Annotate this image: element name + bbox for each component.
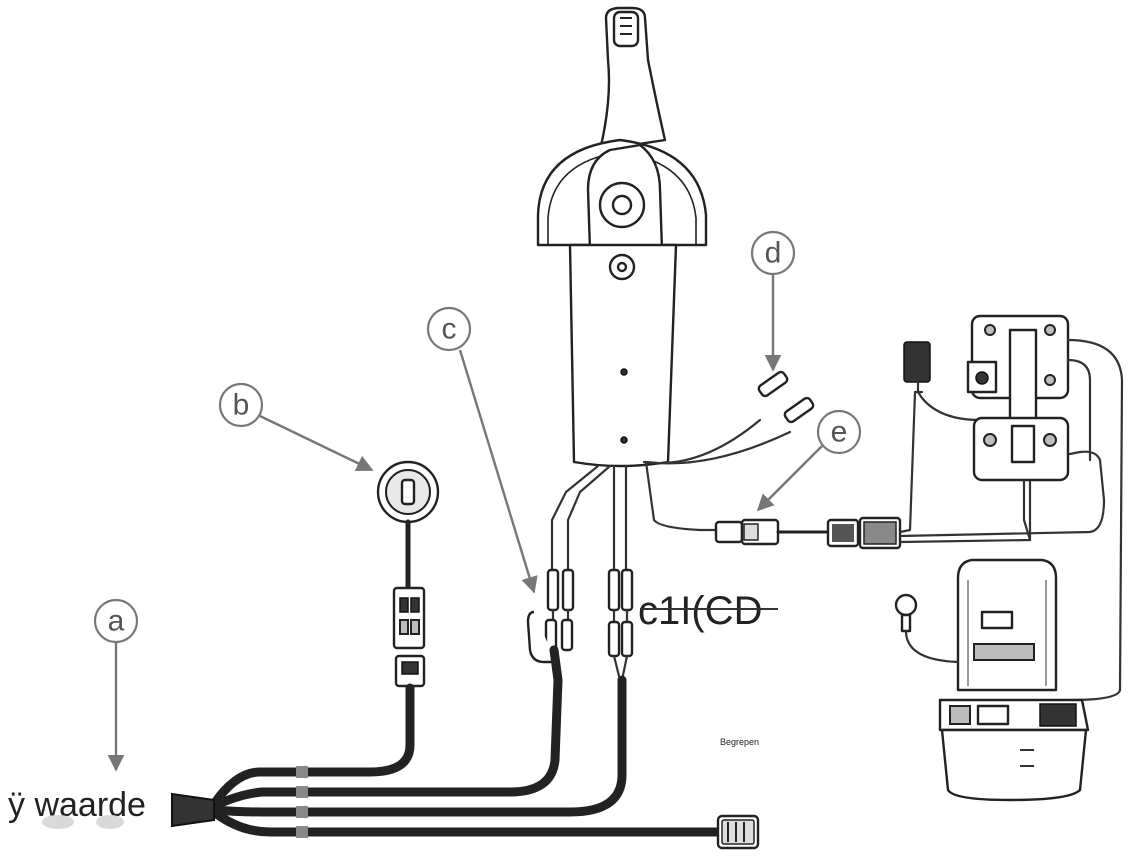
- callout-b-label: b: [233, 389, 250, 422]
- inline-fuse-center: [295, 568, 634, 817]
- callout-e-arrow: [756, 445, 823, 512]
- callout-e-label: e: [831, 416, 848, 449]
- callout-e-circle: [816, 409, 862, 455]
- callout-a: a: [93, 598, 139, 772]
- key-switch: [295, 460, 440, 777]
- tilt-switch-terminals: [757, 370, 815, 424]
- callout-b-arrow: [259, 414, 374, 472]
- small-overlay-label: Begrepen: [720, 737, 759, 747]
- harness-wires: [550, 418, 792, 572]
- callout-d: d: [750, 230, 796, 372]
- callout-e: e: [756, 409, 862, 512]
- inline-fuse-c: [295, 568, 575, 797]
- callout-b-circle: [218, 382, 264, 428]
- callout-c-arrow: [458, 349, 538, 594]
- remote-control-handle: [536, 6, 708, 468]
- callout-c-label: c: [442, 313, 457, 346]
- callout-d-label: d: [765, 237, 782, 270]
- callout-c: c: [426, 306, 538, 594]
- left-overlay-label: ÿ waarde: [8, 786, 146, 824]
- callout-b: b: [218, 382, 374, 472]
- callout-a-label: a: [108, 605, 125, 638]
- main-harness: [171, 766, 760, 850]
- trim-relay-assembly: [894, 314, 1124, 802]
- smudge-marks: [42, 815, 124, 829]
- callout-c-circle: [426, 306, 472, 352]
- middle-overlay-label: c1I(CD: [638, 589, 762, 633]
